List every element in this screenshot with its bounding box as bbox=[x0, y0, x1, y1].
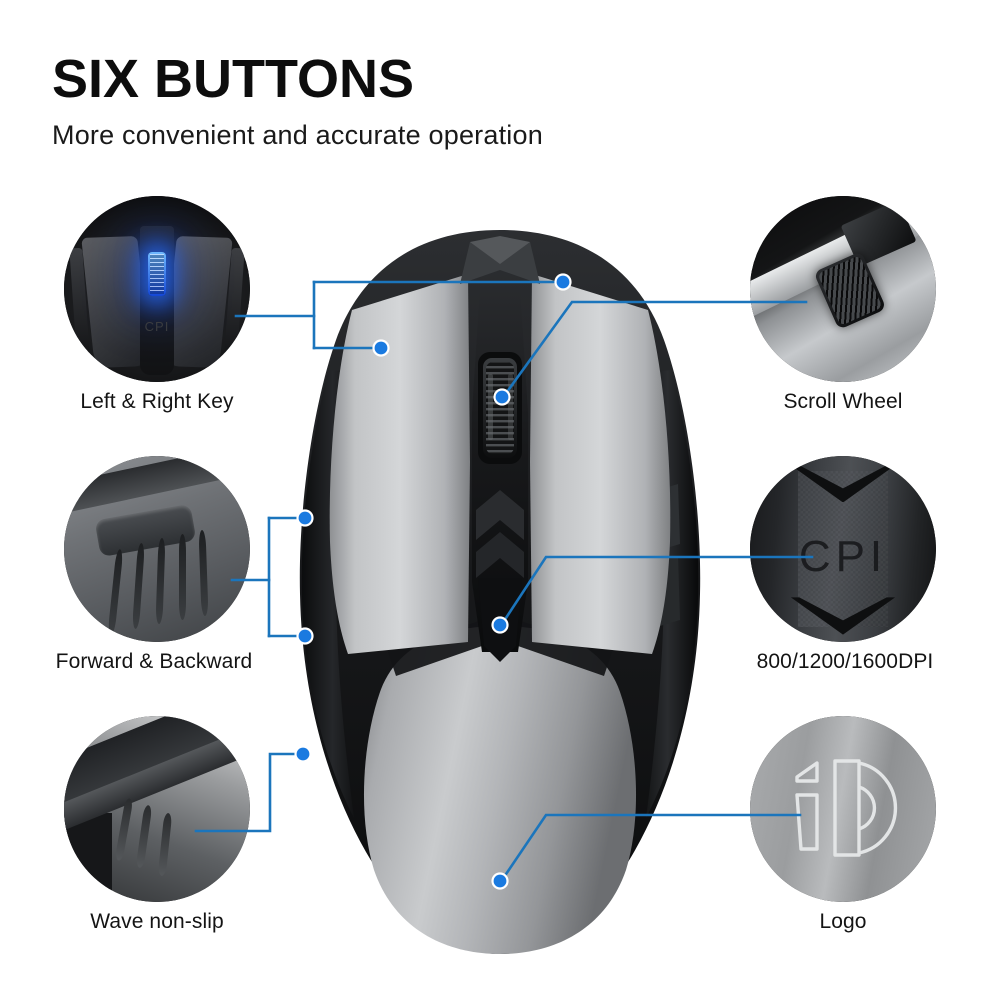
callout-label: Scroll Wheel bbox=[783, 390, 903, 413]
scroll-wheel-icon bbox=[750, 196, 936, 382]
product-image-mouse bbox=[292, 222, 708, 962]
callout-wave-non-slip[interactable]: Wave non-slip bbox=[42, 716, 272, 934]
cpi-button-icon: CPI bbox=[750, 456, 936, 642]
page-subtitle: More convenient and accurate operation bbox=[52, 120, 543, 150]
side-thumb-buttons-icon bbox=[64, 456, 250, 642]
callout-label: 800/1200/1600DPI bbox=[756, 650, 934, 673]
callout-left-right-key[interactable]: CPI Left & Right Key bbox=[42, 196, 272, 414]
thumb-cpi-text: CPI bbox=[144, 318, 170, 334]
mouse-illustration bbox=[299, 230, 701, 954]
wave-grip-icon bbox=[64, 716, 250, 902]
callout-label: Left & Right Key bbox=[80, 390, 234, 413]
in-logo-glyph bbox=[795, 759, 898, 857]
callout-label: Logo bbox=[819, 910, 867, 933]
callout-label: Wave non-slip bbox=[90, 910, 224, 933]
callout-label: Forward & Backward bbox=[55, 650, 253, 673]
callout-dpi-switch[interactable]: CPI 800/1200/1600DPI bbox=[728, 456, 958, 674]
callout-brand-logo[interactable]: Logo bbox=[728, 716, 958, 934]
page-title: SIX BUTTONS bbox=[52, 49, 415, 109]
callout-forward-backward[interactable]: Forward & Backward bbox=[42, 456, 272, 674]
in-brand-logo-icon bbox=[750, 716, 936, 902]
cpi-label-text: CPI bbox=[798, 532, 888, 582]
header-block: SIX BUTTONS More convenient and accurate… bbox=[52, 52, 692, 151]
callout-scroll-wheel[interactable]: Scroll Wheel bbox=[728, 196, 958, 414]
mouse-top-buttons-icon: CPI bbox=[64, 196, 250, 382]
